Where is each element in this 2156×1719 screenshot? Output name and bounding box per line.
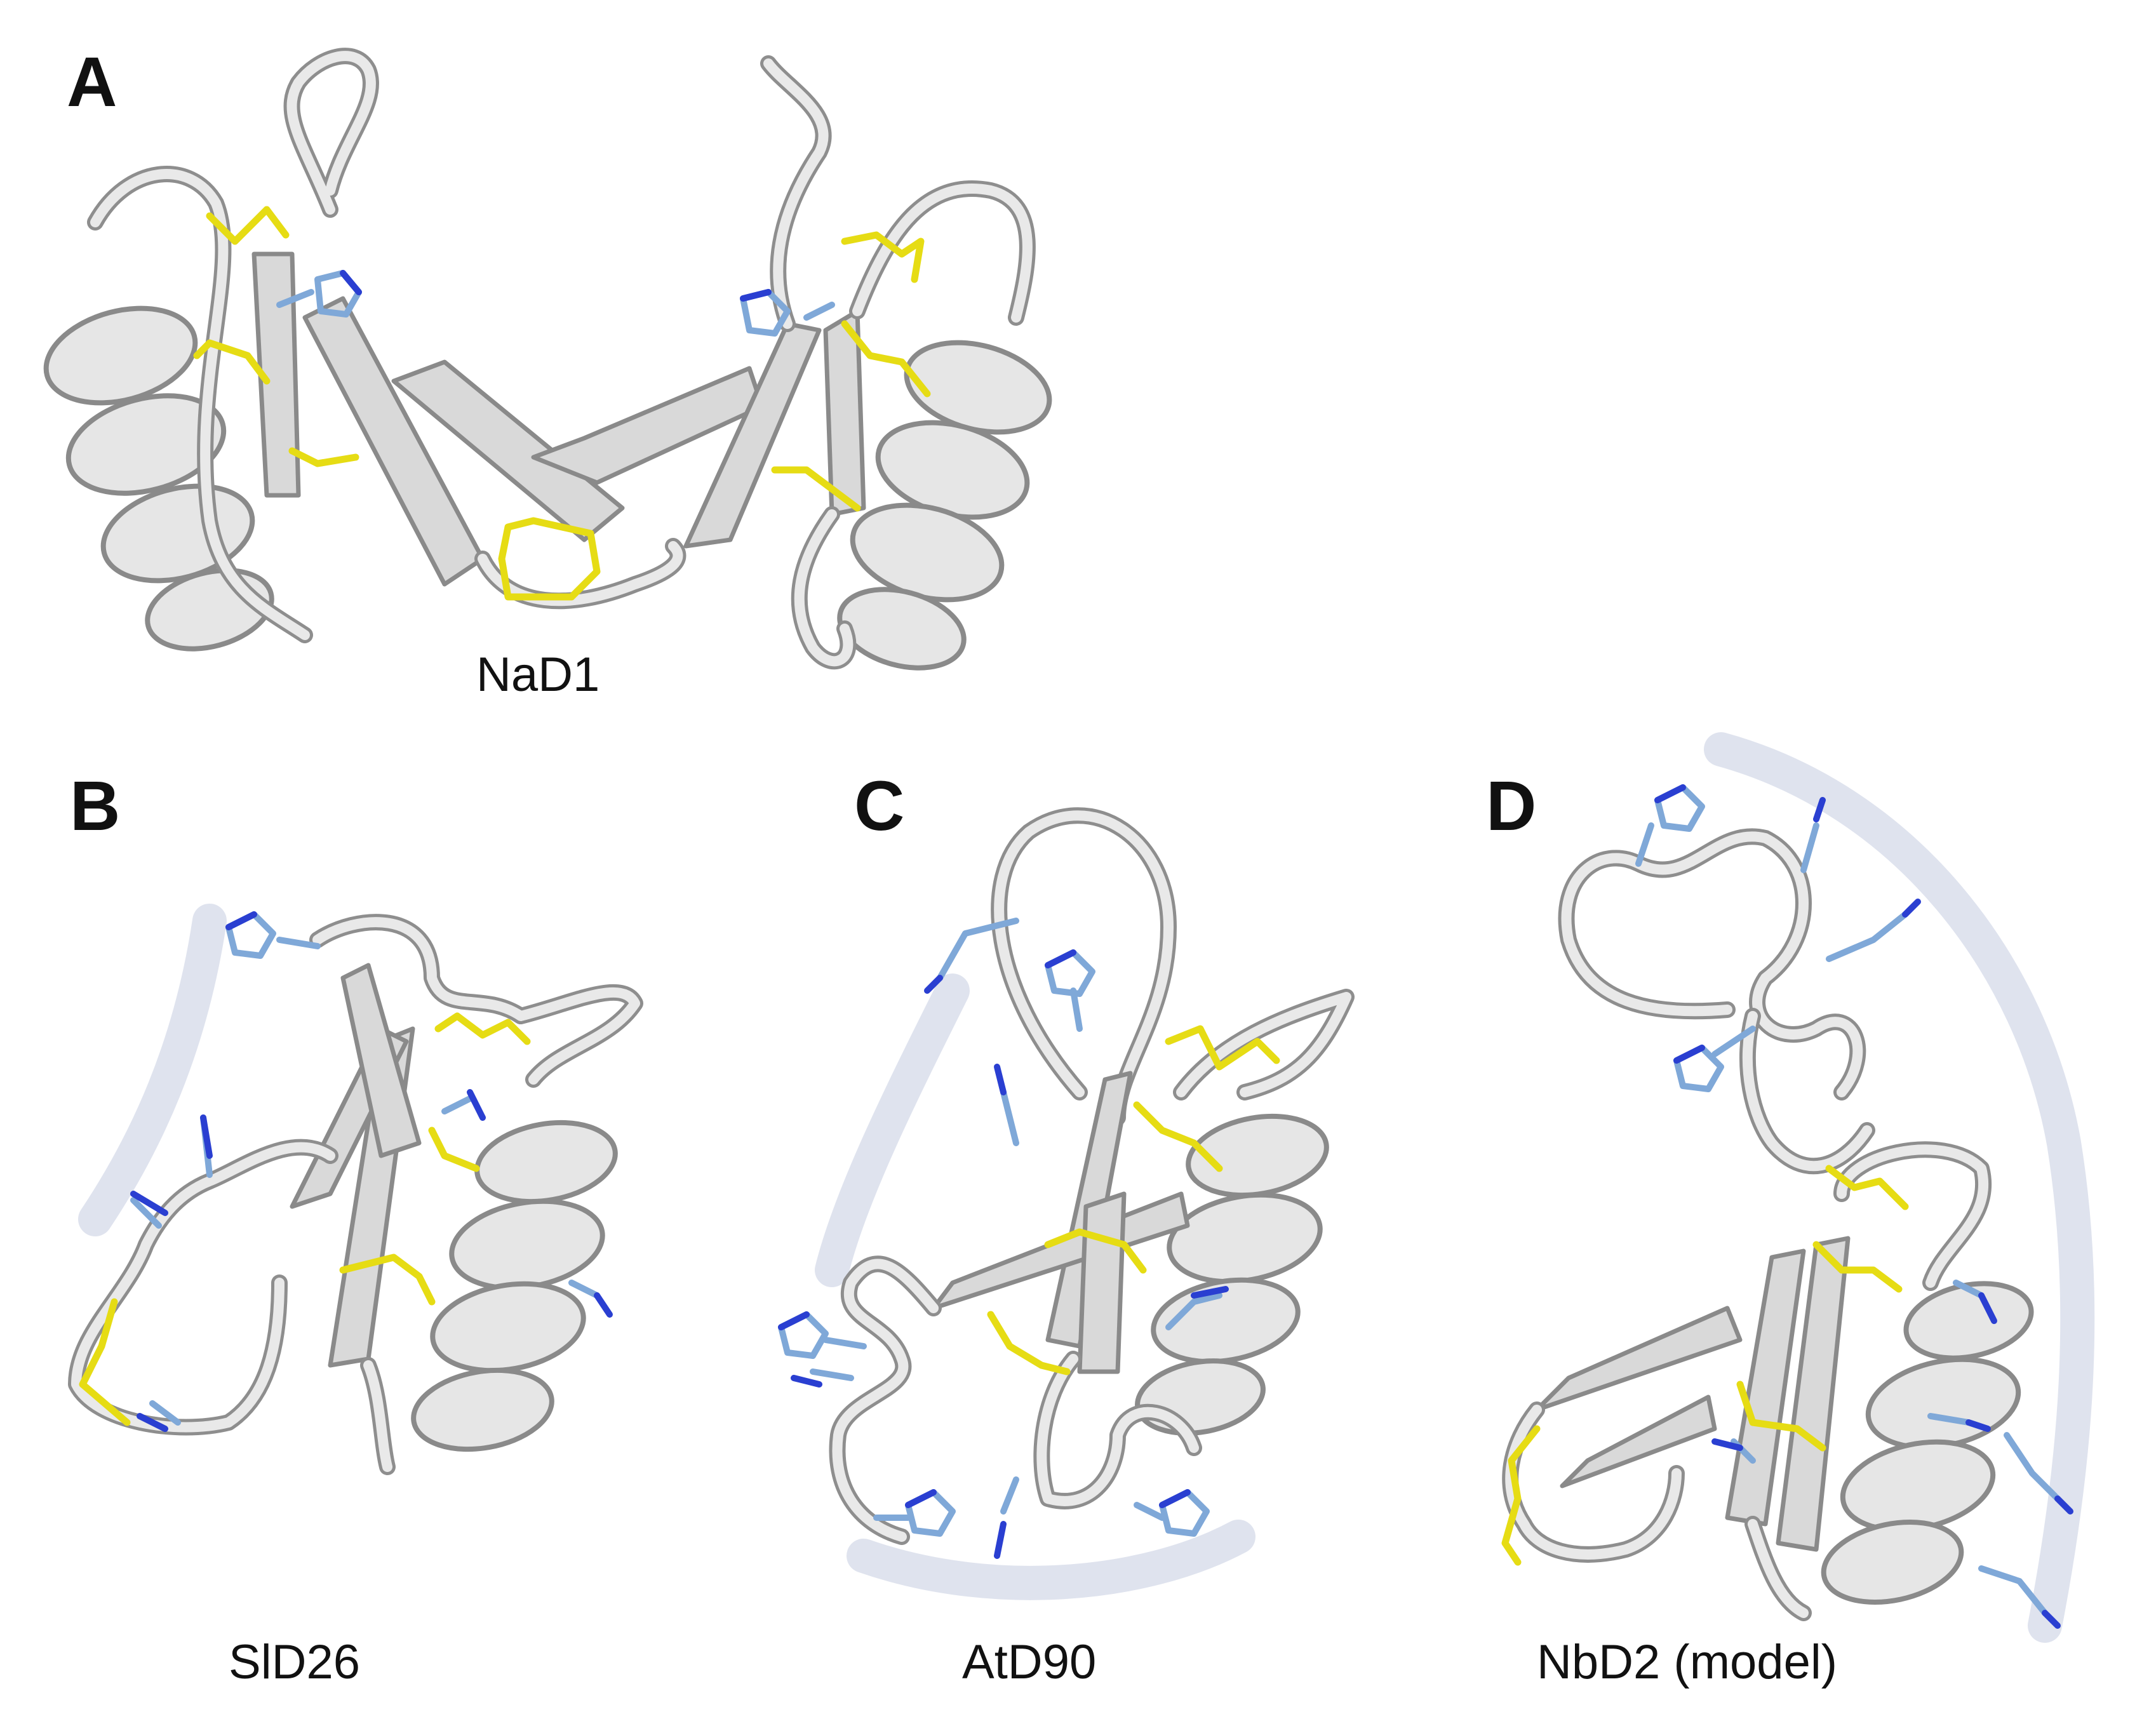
nbd2-strand [1776, 1236, 1851, 1552]
disulfide-bond [771, 466, 861, 512]
panel-b-letter: B [70, 767, 121, 845]
histidine-residue [441, 1089, 486, 1121]
disulfide-bond [339, 1254, 436, 1306]
histidine-residue [1045, 949, 1095, 1032]
histidine-residue [1134, 1489, 1210, 1537]
disulfide-bond [1736, 1381, 1826, 1452]
nbd2-halo [1704, 732, 2095, 1643]
histidine-residue [740, 289, 835, 337]
panel-b-caption: SlD26 [229, 1635, 360, 1689]
histidine-residue [1927, 1413, 1991, 1432]
atd90-helix [1135, 1113, 1329, 1436]
histidine-residue [568, 1280, 613, 1318]
panel-c-caption: AtD90 [962, 1635, 1097, 1689]
disulfide-bond [206, 206, 290, 245]
sld26-halo [78, 904, 227, 1236]
histidine-residue [1953, 1280, 1997, 1324]
nbd2-structure [1501, 732, 2095, 1643]
panel-d-caption: NbD2 (model) [1537, 1635, 1838, 1689]
nad1-strand [531, 366, 765, 485]
histidine-residue [791, 1368, 854, 1388]
disulfide-bond [841, 320, 931, 398]
nad1-strand [251, 251, 301, 498]
histidine-residue [1800, 797, 1826, 873]
disulfide-bond [1501, 1425, 1541, 1566]
sld26-structure [68, 904, 643, 1475]
panel-c-letter: C [854, 767, 905, 845]
histidine-residue [1635, 784, 1705, 867]
sld26-strand [340, 963, 422, 1158]
atd90-strand [1077, 1191, 1127, 1374]
nad1-strand [823, 309, 866, 517]
nad1-strand [302, 296, 485, 587]
disulfide-bond [1165, 1025, 1280, 1071]
disulfide-bond [288, 447, 359, 467]
histidine-residue [225, 911, 321, 959]
histidine-residue [994, 1476, 1019, 1559]
panel-a-letter: A [67, 43, 117, 121]
disulfide-bond [434, 1012, 531, 1045]
disulfide-bond [79, 1298, 131, 1426]
histidine-residue [200, 1114, 213, 1178]
histidine-residue [873, 1489, 956, 1537]
nbd2-strand [1560, 1395, 1717, 1488]
nbd2-strand [1534, 1306, 1743, 1412]
nad1-strand [391, 359, 625, 542]
nad1-left-helix [43, 305, 274, 652]
disulfide-bond [1825, 1165, 1909, 1210]
histidine-residue [130, 1191, 168, 1229]
disulfide-bond [987, 1311, 1071, 1375]
histidine-residue [1826, 899, 1921, 962]
atd90-halo [847, 1520, 1255, 1600]
disulfide-bond [1133, 1101, 1223, 1172]
disulfide-bond [193, 339, 271, 385]
panel-a-caption: NaD1 [476, 648, 600, 702]
disulfide-bond [498, 517, 601, 601]
histidine-residue [1165, 1286, 1229, 1330]
nad1-strand [683, 321, 822, 549]
disulfide-bond [428, 1127, 480, 1172]
nbd2-helix [1821, 1281, 2034, 1605]
disulfide-bond [841, 231, 925, 283]
panel-d-letter: D [1486, 767, 1537, 845]
histidine-residue [1978, 1565, 2061, 1629]
histidine-residue [1711, 1438, 1756, 1464]
nad1-right-helix [837, 340, 1052, 671]
histidine-residue [2004, 1432, 2073, 1515]
sld26-helix [411, 1120, 618, 1452]
histidine-residue [924, 918, 1019, 994]
atd90-halo [815, 973, 970, 1287]
disulfide-bond [1812, 1241, 1903, 1293]
histidine-residue [1673, 1026, 1756, 1092]
nad1-structure [43, 48, 1052, 671]
disulfide-bond [1044, 1228, 1147, 1274]
histidine-residue [994, 1064, 1019, 1146]
atd90-structure [778, 807, 1355, 1600]
histidine-residue [276, 270, 362, 318]
histidine-residue [778, 1311, 867, 1359]
histidine-residue [137, 1400, 181, 1432]
